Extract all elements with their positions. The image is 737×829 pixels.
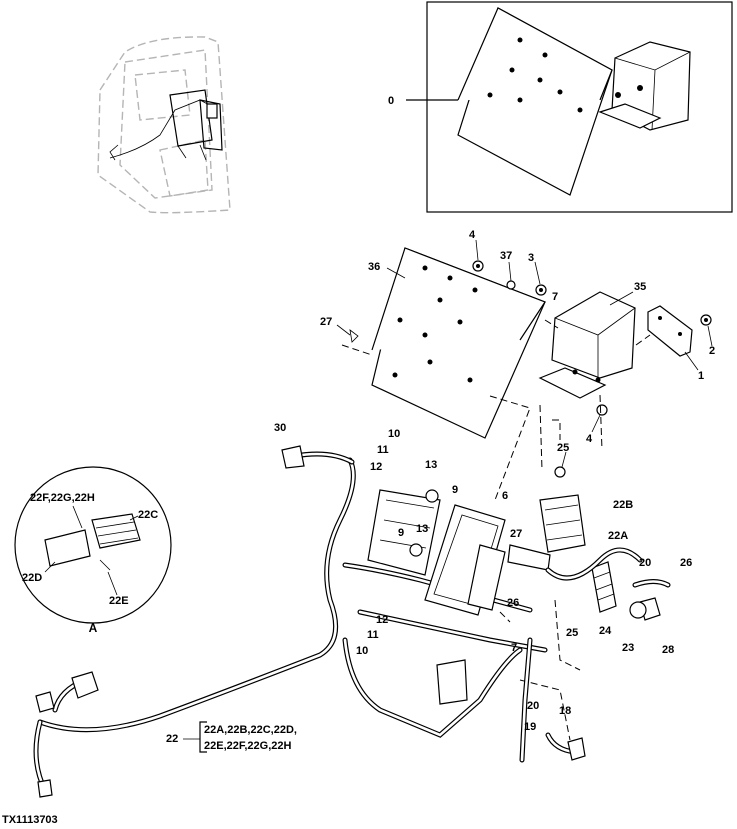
callout-20-top: 20 [639,557,651,569]
callout-10-top: 10 [388,428,400,440]
callout-13-top: 13 [425,459,437,471]
callout-36: 36 [368,261,380,273]
callout-2: 2 [709,345,715,357]
callout-25-bot: 25 [566,627,578,639]
callout-30: 30 [274,422,286,434]
callout-22a: 22A [608,530,628,542]
callout-9-top: 9 [452,484,458,496]
callout-20-bot: 20 [527,700,539,712]
callout-3: 3 [528,252,534,264]
dashed-assembly-lines [341,319,651,741]
callout-labels: 36 4 37 3 7 35 2 1 27 4 30 10 11 12 13 9… [2,229,715,826]
leader-lines [336,239,713,468]
figure-id: TX1113703 [2,814,58,826]
callout-22c: 22C [138,509,158,521]
callout-9-mid: 9 [398,527,404,539]
callout-18: 18 [559,705,571,717]
detail-a-circle [14,466,172,624]
assembly-inset-box [406,1,733,213]
callout-22e: 22E [109,595,129,607]
callout-25-top: 25 [557,442,569,454]
kit-list-line-2: 22E,22F,22G,22H [204,740,292,752]
callout-37: 37 [500,250,512,262]
callout-24: 24 [599,625,612,637]
kit-list-bracket [183,721,207,753]
kit-list-line-1: 22A,22B,22C,22D, [204,724,297,736]
main-harness-cable [33,445,671,798]
callout-27-mid: 27 [510,528,522,540]
callout-12-top: 12 [370,461,382,473]
strap-1 [647,305,693,357]
callout-7-bot: 7 [511,642,517,654]
callout-28: 28 [662,644,674,656]
callout-22: 22 [166,733,178,745]
callout-11-top: 11 [377,444,389,456]
callout-26-right: 26 [680,557,692,569]
callout-10-bot: 10 [356,645,368,657]
callout-0: 0 [388,95,394,107]
callout-12-bot: 12 [376,614,388,626]
callout-4-top: 4 [469,229,476,241]
callout-19: 19 [524,721,536,733]
callout-13-mid: 13 [416,523,428,535]
callout-35: 35 [634,281,646,293]
callout-22fgh: 22F,22G,22H [30,492,95,504]
mounting-plate-36 [371,247,546,439]
fasteners-top [349,260,712,478]
inset-label-a: A [89,621,98,635]
callout-6: 6 [502,490,508,502]
callout-26-mid: 26 [507,597,519,609]
harness-frame [342,489,661,705]
callout-11-bot: 11 [367,629,379,641]
callout-22b: 22B [613,499,633,511]
callout-23: 23 [622,642,634,654]
callout-7-top: 7 [552,291,558,303]
bracket-35 [538,291,636,399]
callout-27-top: 27 [320,316,332,328]
callout-22d: 22D [22,572,42,584]
cab-overview [97,36,231,214]
callout-4-mid: 4 [586,433,593,445]
callout-1: 1 [698,370,704,382]
